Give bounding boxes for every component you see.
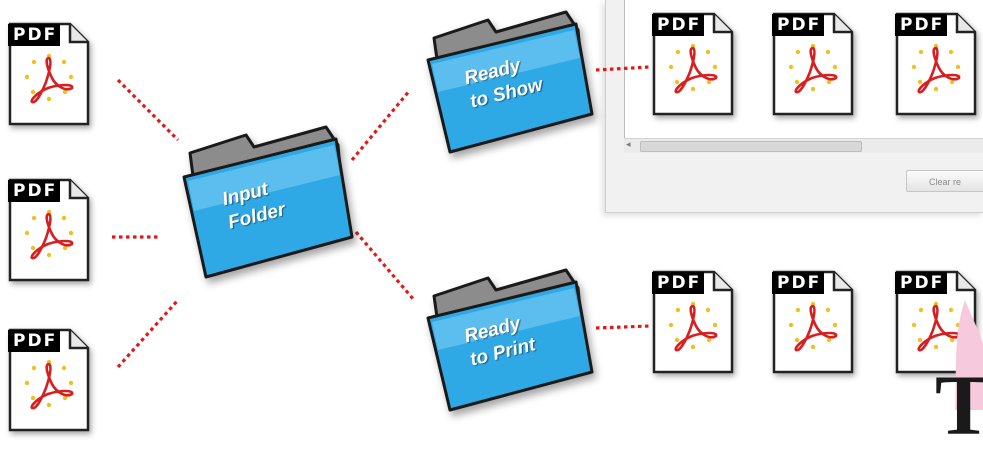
- connector-print-pdf: [595, 324, 651, 330]
- ready-to-print-folder[interactable]: Ready to Print: [420, 268, 595, 418]
- ready-to-show-folder[interactable]: Ready to Show: [420, 10, 595, 160]
- pdf-document-icon: PDF: [652, 270, 734, 374]
- connector-pdf3-input: [116, 298, 180, 369]
- scrollbar-thumb[interactable]: [640, 141, 862, 152]
- pdf-document-icon: PDF: [772, 12, 854, 116]
- connector-input-show: [350, 88, 412, 162]
- connector-lines: [112, 65, 651, 369]
- pdf-badge: PDF: [8, 24, 61, 46]
- pdf-badge: PDF: [895, 14, 948, 36]
- clear-results-button[interactable]: Clear re: [906, 170, 983, 192]
- decorative-pink-shape: [955, 300, 983, 410]
- horizontal-scrollbar[interactable]: ◂: [624, 138, 983, 153]
- connector-pdf1-input: [116, 78, 180, 142]
- pdf-badge: PDF: [8, 180, 61, 202]
- connector-show-pdf: [595, 65, 651, 72]
- pdf-badge: PDF: [772, 14, 825, 36]
- pdf-document-icon: PDF: [652, 12, 734, 116]
- input-folder[interactable]: Input Folder: [176, 125, 356, 285]
- pdf-badge: PDF: [652, 272, 705, 294]
- pdf-document-icon: PDF: [8, 328, 90, 432]
- pdf-document-icon: PDF: [772, 270, 854, 374]
- connector-input-print: [354, 230, 416, 302]
- pdf-badge: PDF: [772, 272, 825, 294]
- decorative-letter: T: [935, 357, 983, 453]
- pdf-document-icon: PDF: [8, 178, 90, 282]
- pdf-badge: PDF: [8, 330, 61, 352]
- pdf-document-icon: PDF: [8, 22, 90, 126]
- pdf-badge: PDF: [652, 14, 705, 36]
- scroll-left-arrow-icon[interactable]: ◂: [626, 140, 631, 150]
- pdf-document-icon: PDF: [895, 12, 977, 116]
- pdf-document-icon: PDF: [895, 270, 977, 374]
- pdf-badge: PDF: [895, 272, 948, 294]
